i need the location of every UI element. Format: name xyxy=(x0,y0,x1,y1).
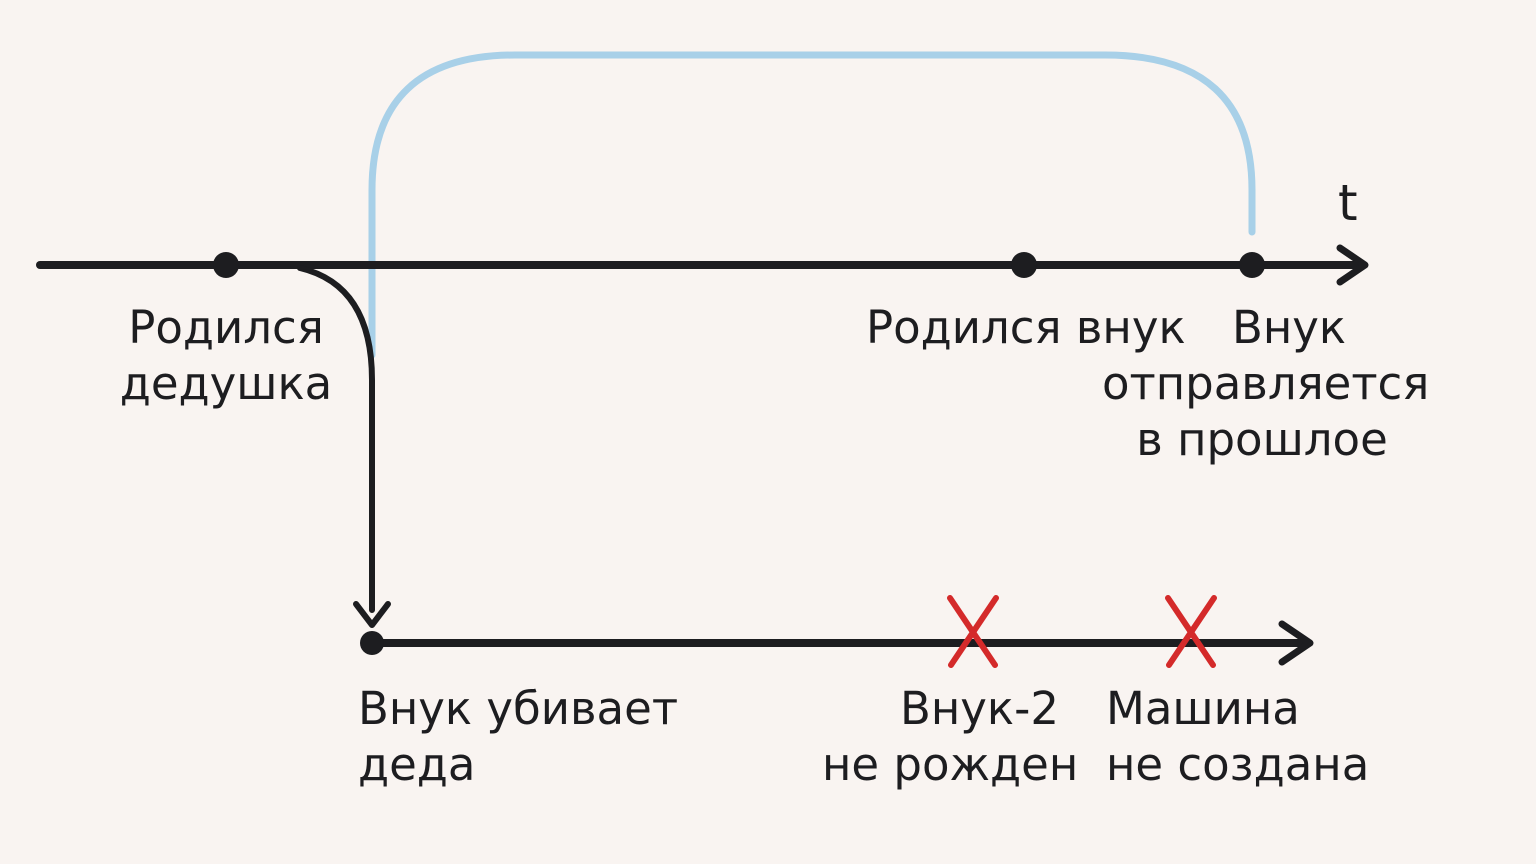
cross-icon-machine xyxy=(1165,595,1217,668)
branch-arrowhead xyxy=(353,601,391,628)
label-grandpa-born-line2: дедушка xyxy=(119,357,333,410)
label-machine-not-created-line2: не создана xyxy=(1106,738,1370,791)
label-grandson-born: Родился внук xyxy=(866,300,1186,356)
label-grandson-travels: Внук отправляется в прошлое xyxy=(1102,300,1430,468)
label-grandson-travels-line2: отправляется xyxy=(1102,357,1430,410)
label-grandson-kills: Внук убивает деда xyxy=(358,681,678,793)
time-axis-label: t xyxy=(1338,174,1358,232)
event-dot-grandson-born xyxy=(1011,252,1037,278)
time-travel-path xyxy=(368,51,1256,359)
alternate-timeline-arrowhead xyxy=(1278,620,1314,666)
main-timeline-arrowhead xyxy=(1336,244,1369,286)
label-grandson-travels-line1: Внук xyxy=(1232,301,1347,354)
label-machine-not-created: Машина не создана xyxy=(1106,681,1369,793)
label-grandson-born-line1: Родился внук xyxy=(866,301,1186,354)
label-grandson2-not-born-line1: Внук-2 xyxy=(900,682,1059,735)
event-dot-grandson-kills xyxy=(360,631,384,655)
label-grandson2-not-born: Внук-2 не рожден xyxy=(822,681,1140,793)
label-grandpa-born-line1: Родился xyxy=(128,301,324,354)
label-grandson-travels-line3: в прошлое xyxy=(1136,413,1388,466)
label-machine-not-created-line1: Машина xyxy=(1106,682,1300,735)
label-grandson2-not-born-line2: не рожден xyxy=(822,738,1079,791)
event-dot-grandpa-born xyxy=(213,252,239,278)
label-grandson-kills-line2: деда xyxy=(358,738,476,791)
label-grandpa-born: Родился дедушка xyxy=(116,300,336,412)
branch-path xyxy=(297,265,375,613)
event-dot-grandson-travels xyxy=(1239,252,1265,278)
cross-icon-grandson2 xyxy=(947,595,999,668)
label-grandson-kills-line1: Внук убивает xyxy=(358,682,679,735)
